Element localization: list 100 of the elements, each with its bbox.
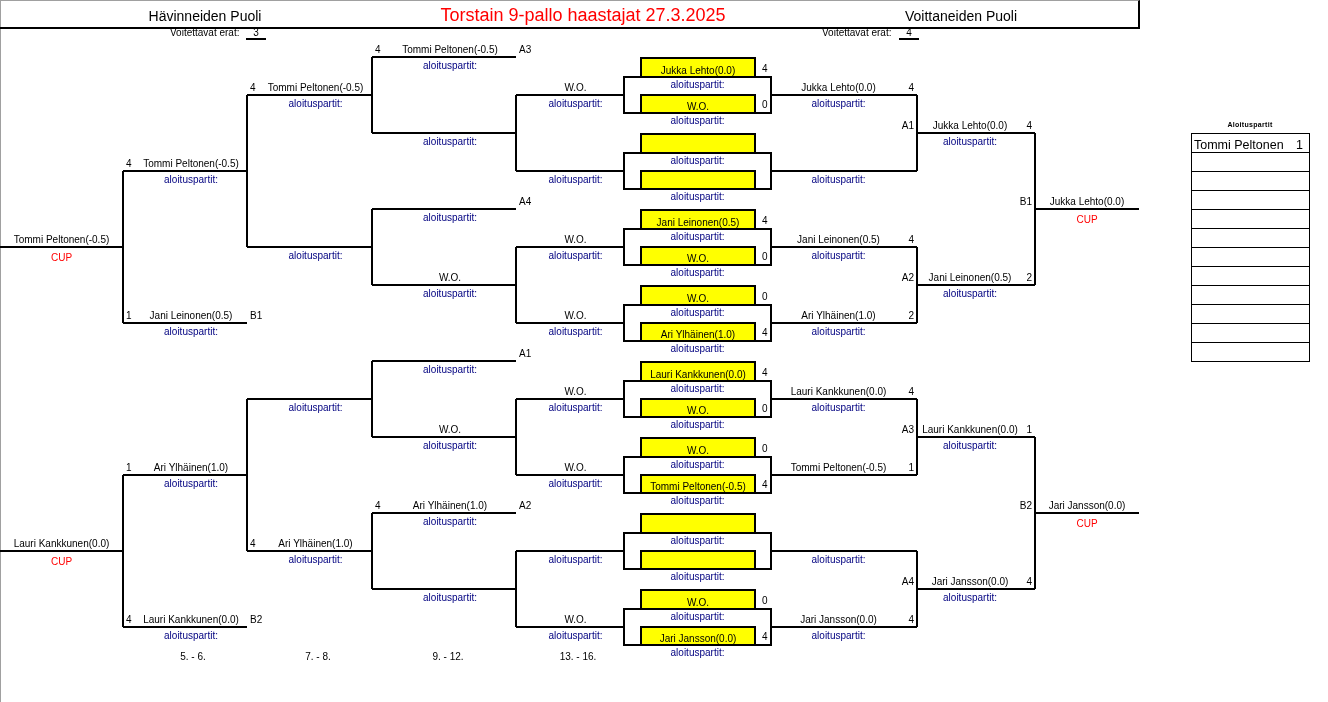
start-games-label: aloituspartit:: [548, 174, 603, 186]
player-name: Lauri Kankkunen(0.0): [650, 369, 746, 380]
score-number: 4: [908, 614, 914, 626]
start-games-label: aloituspartit:: [811, 402, 866, 414]
bracket-connector: [371, 512, 373, 552]
start-games-label: aloituspartit:: [943, 440, 997, 452]
cup-label: CUP: [1076, 214, 1098, 226]
player-name: W.O.: [686, 597, 710, 608]
match-frame: [623, 608, 772, 646]
table-text: 1: [1296, 138, 1303, 152]
bracket-connector: [1034, 208, 1036, 286]
bracket-connector: [122, 246, 124, 324]
player-name: Tommi Peltonen(-0.5): [13, 234, 110, 246]
score-number: 4: [762, 479, 768, 491]
player-name: Jukka Lehto(0.0): [1049, 196, 1125, 208]
player-name: Jari Jansson(0.0): [800, 614, 877, 626]
player-name: W.O.: [564, 82, 587, 94]
match-frame: [623, 76, 772, 114]
start-games-label: aloituspartit:: [670, 571, 725, 583]
rule-label: Voitettavat erät:: [822, 27, 892, 39]
start-games-label: aloituspartit:: [811, 326, 866, 338]
bracket-connector: [515, 284, 517, 324]
bracket-connector: [1034, 436, 1036, 514]
bracket-connector: [916, 246, 918, 286]
bracket-connector: [246, 398, 248, 476]
player-name: Tommi Peltonen(-0.5): [143, 158, 239, 170]
player-box: [640, 513, 756, 532]
match-code: B2: [1019, 500, 1032, 512]
bracket-connector: [515, 246, 517, 286]
bracket-connector: [246, 94, 248, 172]
match-frame: [623, 532, 772, 570]
player-name: Jukka Lehto(0.0): [932, 120, 1008, 132]
bracket-connector: [515, 550, 517, 590]
player-name: Jani Leinonen(0.5): [656, 217, 740, 228]
match-frame: [623, 152, 772, 190]
player-box: [640, 285, 756, 304]
score-number: 4: [762, 215, 768, 227]
match-code: A3: [519, 44, 532, 56]
player-name: Lauri Kankkunen(0.0): [143, 614, 239, 626]
player-name: Tommi Peltonen(-0.5): [402, 44, 498, 56]
player-box: [640, 550, 756, 568]
section-heading: Voittaneiden Puoli: [904, 8, 1018, 25]
rule-label: Voitettavat erät:: [170, 27, 240, 39]
title: Torstain 9-pallo haastajat 27.3.2025: [440, 5, 726, 26]
player-name: W.O.: [438, 424, 462, 436]
score-number: 4: [908, 82, 914, 94]
start-games-label: aloituspartit:: [670, 419, 725, 431]
bracket-connector: [122, 550, 124, 628]
player-name: Lauri Kankkunen(0.0): [922, 424, 1018, 436]
start-games-label: aloituspartit:: [288, 250, 343, 262]
player-name: Jari Jansson(0.0): [659, 633, 737, 644]
player-box: [640, 246, 756, 264]
player-name: Jari Jansson(0.0): [931, 576, 1009, 588]
match-code: A4: [901, 576, 914, 588]
player-name: Tommi Peltonen(-0.5): [267, 82, 364, 94]
player-box: [640, 133, 756, 152]
score-number: 0: [762, 99, 768, 111]
start-games-label: aloituspartit:: [670, 459, 725, 471]
player-name: Jari Jansson(0.0): [1048, 500, 1126, 512]
score-number: 4: [1026, 120, 1032, 132]
bracket-connector: [916, 284, 918, 324]
bracket-connector: [916, 550, 918, 590]
match-code: A3: [901, 424, 914, 436]
start-games-label: aloituspartit:: [670, 343, 725, 355]
bracket-connector: [515, 588, 517, 628]
player-box: [640, 322, 756, 340]
table-text: Tommi Peltonen: [1194, 138, 1284, 152]
bracket-connector: [916, 436, 918, 476]
player-name: Ari Ylhäinen(1.0): [801, 310, 876, 322]
start-games-label: aloituspartit:: [670, 231, 725, 243]
match-code: A2: [901, 272, 914, 284]
round-label: 9. - 12.: [432, 651, 464, 663]
player-box: [640, 209, 756, 228]
player-name: Ari Ylhäinen(1.0): [412, 500, 488, 512]
score-number: 0: [762, 403, 768, 415]
score-number: 4: [762, 63, 768, 75]
match-code: B2: [250, 614, 263, 626]
start-games-label: aloituspartit:: [670, 267, 725, 279]
bracket-connector: [371, 56, 373, 96]
start-games-label: aloituspartit:: [670, 611, 725, 623]
start-games-label: aloituspartit:: [670, 155, 725, 167]
bracket-connector: [371, 550, 373, 590]
start-games-label: aloituspartit:: [423, 288, 477, 300]
player-box: [640, 57, 756, 76]
bracket-connector: [122, 474, 124, 552]
match-code: A1: [901, 120, 914, 132]
start-games-label: aloituspartit:: [423, 364, 477, 376]
player-name: Lauri Kankkunen(0.0): [790, 386, 887, 398]
score-number: 4: [126, 158, 132, 170]
bracket-connector: [371, 94, 373, 134]
player-box: [640, 474, 756, 492]
player-name: W.O.: [564, 310, 587, 322]
start-games-label: aloituspartit:: [164, 478, 218, 490]
start-games-label: aloituspartit:: [670, 383, 725, 395]
score-number: 1: [1026, 424, 1032, 436]
bracket-connector: [1034, 132, 1036, 210]
score-number: 1: [126, 310, 132, 322]
player-box: [640, 94, 756, 112]
match-frame: [623, 228, 772, 266]
player-name: W.O.: [564, 462, 587, 474]
